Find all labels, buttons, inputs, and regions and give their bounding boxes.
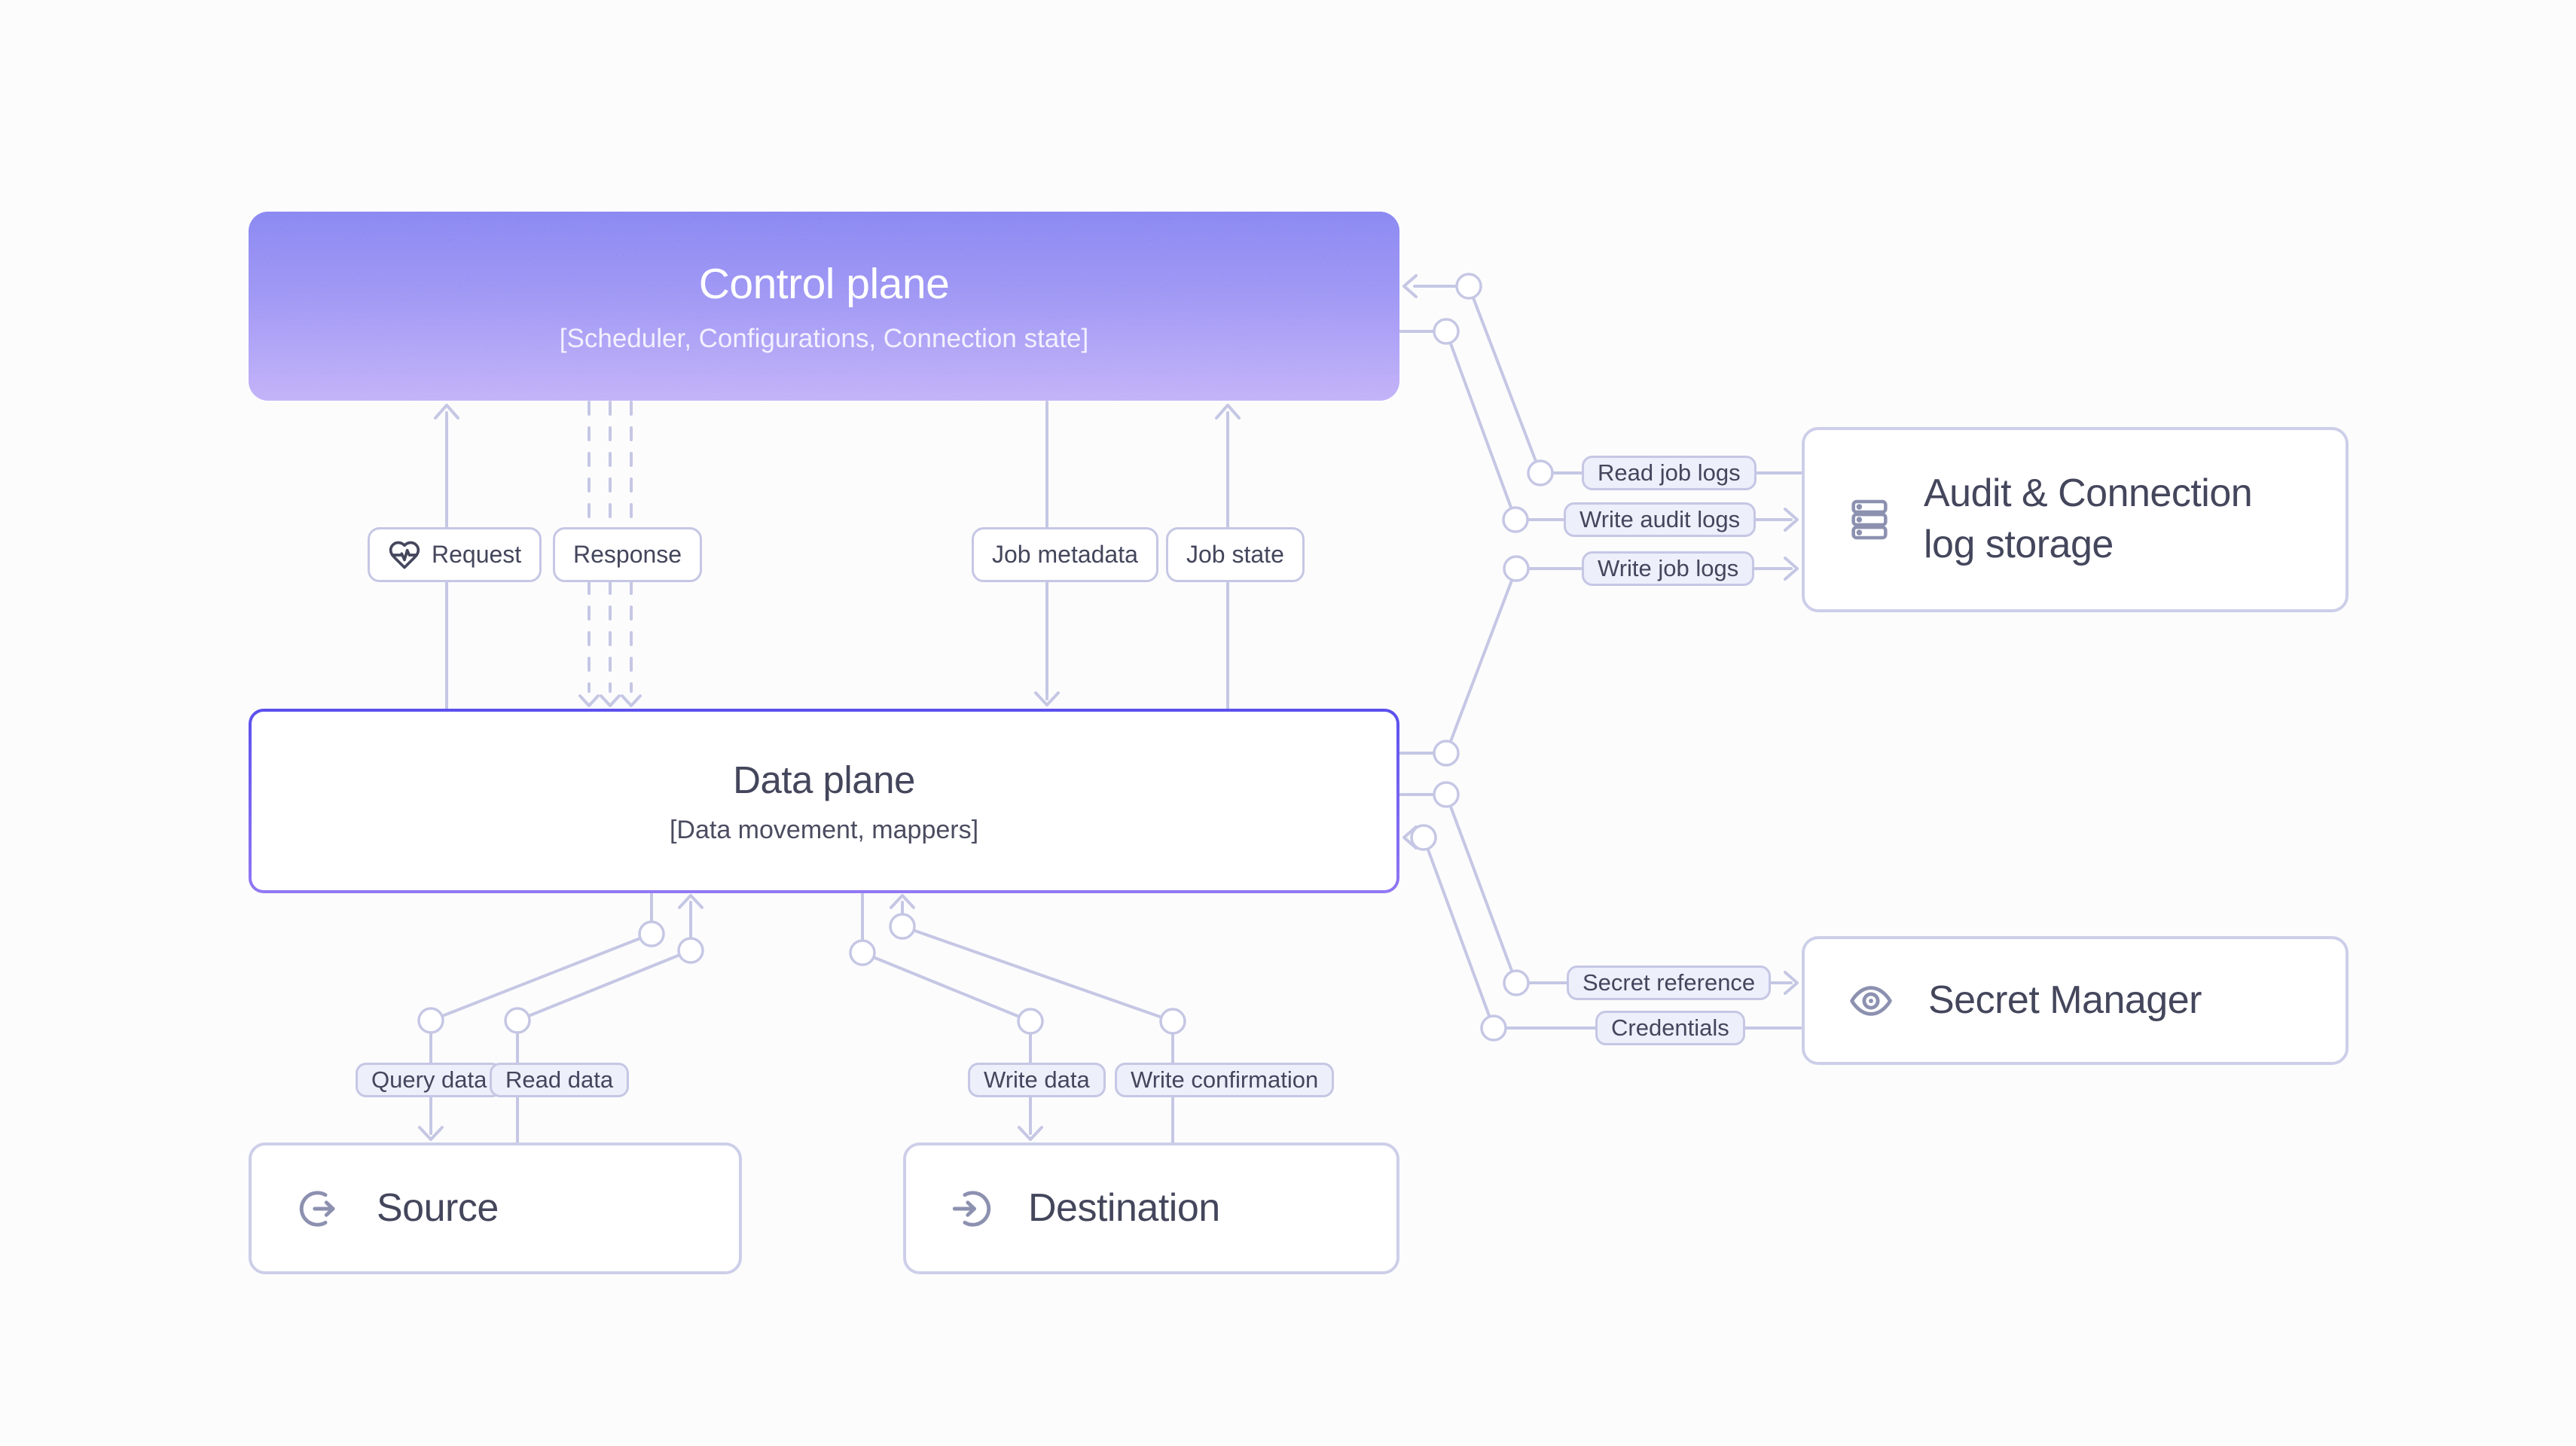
secret-reference-edge: [1398, 793, 1799, 995]
source-title: Source: [377, 1185, 499, 1230]
data-plane-title: Data plane: [733, 758, 915, 801]
data-plane-node: Data plane [Data movement, mappers]: [249, 709, 1399, 893]
response-edge: [588, 401, 633, 693]
request-edge-label: Request: [368, 527, 542, 582]
control-plane-subtitle: [Scheduler, Configurations, Connection s…: [559, 323, 1089, 353]
audit-log-storage-title: Audit & Connection log storage: [1924, 471, 2253, 566]
write-audit-logs-edge-label-text: Write audit logs: [1579, 506, 1741, 532]
job-metadata-edge-label-text: Job metadata: [992, 541, 1138, 568]
credentials-edge-label: Credentials: [1595, 1011, 1745, 1045]
credentials-edge-label-text: Credentials: [1611, 1014, 1729, 1041]
response-edge-label: Response: [553, 527, 703, 582]
write-audit-logs-edge: [1398, 330, 1799, 532]
job-metadata-edge-label: Job metadata: [972, 527, 1158, 582]
destination-title: Destination: [1028, 1185, 1220, 1230]
log-out-circle-icon: [295, 1185, 342, 1232]
secret-reference-edge-label: Secret reference: [1567, 966, 1772, 1000]
read-data-edge-label-text: Read data: [505, 1066, 614, 1093]
read-job-logs-edge-label-text: Read job logs: [1598, 459, 1741, 486]
read-data-edge: [516, 894, 704, 1144]
write-data-edge-label-text: Write data: [984, 1066, 1090, 1093]
job-state-edge-label-text: Job state: [1186, 541, 1284, 568]
request-edge-label-text: Request: [432, 541, 522, 568]
secret-manager-node: Secret Manager: [1802, 936, 2349, 1065]
write-job-logs-edge-label-text: Write job logs: [1598, 555, 1739, 581]
write-confirmation-edge-label: Write confirmation: [1115, 1063, 1335, 1097]
secret-manager-title: Secret Manager: [1928, 978, 2202, 1022]
query-data-edge-label: Query data: [356, 1063, 503, 1097]
write-job-logs-edge: [1398, 557, 1799, 755]
control-plane-node: Control plane [Scheduler, Configurations…: [249, 212, 1399, 401]
database-icon: [1845, 496, 1894, 544]
log-in-circle-icon: [948, 1185, 995, 1232]
response-edge-arrows: [578, 694, 642, 707]
eye-icon: [1847, 977, 1895, 1025]
write-audit-logs-edge-label: Write audit logs: [1564, 502, 1757, 537]
query-data-edge-label-text: Query data: [371, 1066, 487, 1093]
job-state-edge-label: Job state: [1166, 527, 1305, 582]
write-job-logs-edge-label: Write job logs: [1582, 551, 1755, 586]
write-data-edge-label: Write data: [968, 1063, 1106, 1097]
write-data-edge: [861, 892, 1043, 1141]
junction-circles: [417, 273, 1554, 1042]
source-node: Source: [249, 1142, 742, 1274]
read-job-logs-edge-label: Read job logs: [1582, 456, 1757, 490]
read-data-edge-label: Read data: [490, 1063, 630, 1097]
secret-reference-edge-label-text: Secret reference: [1583, 969, 1756, 996]
heart-pulse-icon: [388, 538, 421, 572]
control-plane-title: Control plane: [698, 259, 950, 308]
audit-log-storage-node: Audit & Connection log storage: [1802, 427, 2349, 612]
data-plane-subtitle: [Data movement, mappers]: [669, 815, 979, 844]
query-data-edge: [418, 892, 653, 1141]
read-job-logs-edge: [1402, 274, 1803, 474]
destination-node: Destination: [903, 1142, 1399, 1274]
response-edge-label-text: Response: [573, 541, 682, 568]
write-confirmation-edge-label-text: Write confirmation: [1131, 1066, 1319, 1093]
